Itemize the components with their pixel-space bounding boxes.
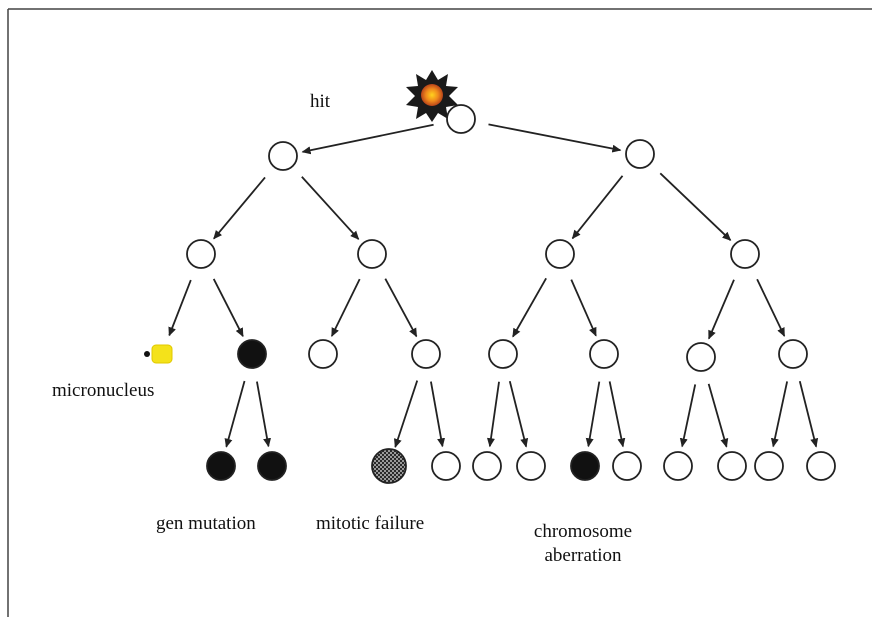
arrow-l2a-to-l3b (212, 278, 244, 338)
arrow-l2d-to-l3g (708, 279, 735, 340)
cell-l1a-normal (268, 141, 298, 171)
cell-l4l-normal (806, 451, 836, 481)
arrow-l3f-to-l4g (585, 381, 601, 448)
cell-l1b-normal (625, 139, 655, 169)
arrow-l2c-to-l3e (512, 277, 547, 338)
cell-l3f-normal (589, 339, 619, 369)
arrow-l2d-to-l3h (756, 278, 786, 337)
cell-l4e-normal (472, 451, 502, 481)
chromosome-aberration-line2: aberration (544, 545, 622, 566)
cell-l4a-mutant (206, 451, 236, 481)
nodes-layer (144, 104, 836, 484)
arrow-l2b-to-l3c (330, 278, 361, 337)
cell-l4g-mutant (570, 451, 600, 481)
arrow-l1b-to-l2c (571, 175, 624, 240)
cell-l3g-normal (686, 342, 716, 372)
arrow-l3e-to-l4e (487, 381, 500, 448)
arrow-l3f-to-l4h (608, 381, 626, 448)
arrow-l3g-to-l4i (679, 384, 697, 448)
cell-l4h-normal (612, 451, 642, 481)
hit-label: hit (310, 91, 331, 112)
cell-root-normal (446, 104, 476, 134)
cell-l4j-normal (717, 451, 747, 481)
arrow-l3g-to-l4j (707, 383, 729, 448)
arrow-l3b-to-l4a (224, 380, 246, 448)
cell-l3d-normal (411, 339, 441, 369)
micronucleus-label: micronucleus (52, 380, 155, 401)
cell-l4d-normal (431, 451, 461, 481)
arrow-root-to-l1b (488, 123, 622, 153)
cell-l3e-normal (488, 339, 518, 369)
arrow-l3h-to-l4k (770, 381, 789, 448)
cell-l4k-normal (754, 451, 784, 481)
arrow-l1b-to-l2d (659, 172, 732, 241)
cell-l2c-normal (545, 239, 575, 269)
cell-l3a-micronucleus (144, 344, 173, 364)
arrow-l3e-to-l4f (508, 380, 529, 448)
chromosome-aberration-label: chromosome aberration (523, 520, 643, 568)
chromosome-aberration-line1: chromosome (533, 521, 633, 542)
arrow-l2c-to-l3f (570, 279, 597, 337)
arrow-l3h-to-l4l (798, 380, 819, 448)
cell-l4i-normal (663, 451, 693, 481)
cell-l3c-normal (308, 339, 338, 369)
arrow-l3d-to-l4c (393, 380, 419, 448)
cell-l2a-normal (186, 239, 216, 269)
hit-starburst-icon (406, 70, 458, 122)
cell-l4b-mutant (257, 451, 287, 481)
arrow-l2a-to-l3a (168, 279, 192, 337)
cell-l4f-normal (516, 451, 546, 481)
arrow-l3d-to-l4d (430, 381, 446, 448)
gen-mutation-label: gen mutation (156, 513, 256, 534)
edges-layer (168, 123, 819, 448)
cell-l4c-mitotic-failure (371, 448, 407, 484)
arrow-l2b-to-l3d (384, 278, 418, 338)
cell-l3h-normal (778, 339, 808, 369)
mitotic-failure-label: mitotic failure (316, 513, 425, 534)
arrow-root-to-l1a (301, 123, 434, 155)
arrow-l3b-to-l4b (256, 381, 272, 448)
arrow-l1a-to-l2b (301, 176, 360, 240)
cell-l3b-mutant (237, 339, 267, 369)
arrow-l1a-to-l2a (213, 176, 266, 240)
cell-l2b-normal (357, 239, 387, 269)
cell-l2d-normal (730, 239, 760, 269)
